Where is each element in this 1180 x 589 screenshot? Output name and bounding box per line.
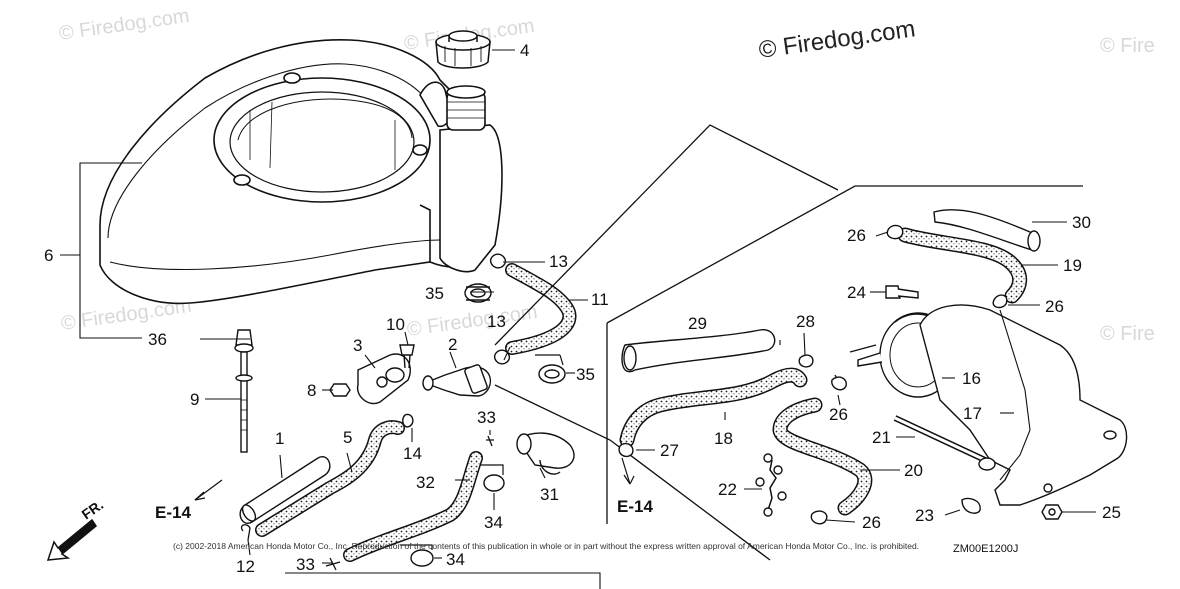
callout-34: 34 — [484, 513, 503, 532]
callout-31: 31 — [540, 485, 559, 504]
callout-26: 26 — [829, 405, 848, 424]
callout-19: 19 — [1063, 256, 1082, 275]
callout-17: 17 — [963, 404, 982, 423]
watermark-text: © Firedog.com — [58, 5, 191, 45]
callout-26: 26 — [847, 226, 866, 245]
callout-26: 26 — [862, 513, 881, 532]
front-arrow-label: FR. — [79, 496, 107, 522]
callout-35: 35 — [425, 284, 444, 303]
callout-1: 1 — [275, 429, 284, 448]
fan-cover-bracket — [60, 162, 142, 339]
callout-20: 20 — [904, 461, 923, 480]
callout-24: 24 — [847, 283, 866, 302]
fan-cover — [99, 39, 503, 305]
callout-13: 13 — [549, 252, 568, 271]
reference-right: E-14 — [617, 457, 653, 516]
callout-33: 33 — [296, 555, 315, 574]
leader-lines — [200, 49, 1096, 564]
callout-34: 34 — [446, 550, 465, 569]
callout-30: 30 — [1072, 213, 1091, 232]
callout-16: 16 — [962, 369, 981, 388]
callout-25: 25 — [1102, 503, 1121, 522]
watermark-text: © Fire — [1100, 35, 1155, 57]
callout-36: 36 — [148, 330, 167, 349]
reference-left: E-14 — [155, 479, 223, 522]
reference-label-right: E-14 — [617, 497, 653, 516]
right-parts — [618, 209, 1128, 525]
reference-label-left: E-14 — [155, 503, 191, 522]
callout-26: 26 — [1045, 297, 1064, 316]
callout-29: 29 — [688, 314, 707, 333]
right-frame — [494, 124, 1083, 561]
callout-22: 22 — [718, 480, 737, 499]
bottom-line — [285, 572, 601, 589]
copyright-notice: (c) 2002-2018 American Honda Motor Co., … — [173, 541, 919, 551]
callout-35: 35 — [576, 365, 595, 384]
callout-18: 18 — [714, 429, 733, 448]
diagram-code: ZM00E1200J — [953, 543, 1018, 555]
callout-10: 10 — [386, 315, 405, 334]
watermark-text: © Fire — [1100, 323, 1155, 345]
callout-4: 4 — [520, 41, 529, 60]
fuel-cap — [435, 30, 491, 69]
callout-13: 13 — [487, 312, 506, 331]
front-arrow: FR. — [46, 496, 107, 561]
left-parts — [234, 253, 577, 571]
callout-27: 27 — [660, 441, 679, 460]
callout-33: 33 — [477, 408, 496, 427]
callout-6: 6 — [44, 246, 53, 265]
callout-9: 9 — [190, 390, 199, 409]
watermark-main: © Firedog.com — [757, 15, 917, 64]
callout-5: 5 — [343, 428, 352, 447]
callout-3: 3 — [353, 336, 362, 355]
callout-12: 12 — [236, 557, 255, 576]
callout-11: 11 — [591, 290, 609, 309]
callouts: 4 6 13 35 11 13 10 36 3 2 35 8 9 1 5 33 … — [44, 41, 1121, 576]
callout-32: 32 — [416, 473, 435, 492]
callout-8: 8 — [307, 381, 316, 400]
callout-21: 21 — [872, 428, 891, 447]
callout-2: 2 — [448, 335, 457, 354]
callout-14: 14 — [403, 444, 422, 463]
callout-28: 28 — [796, 312, 815, 331]
callout-23: 23 — [915, 506, 934, 525]
